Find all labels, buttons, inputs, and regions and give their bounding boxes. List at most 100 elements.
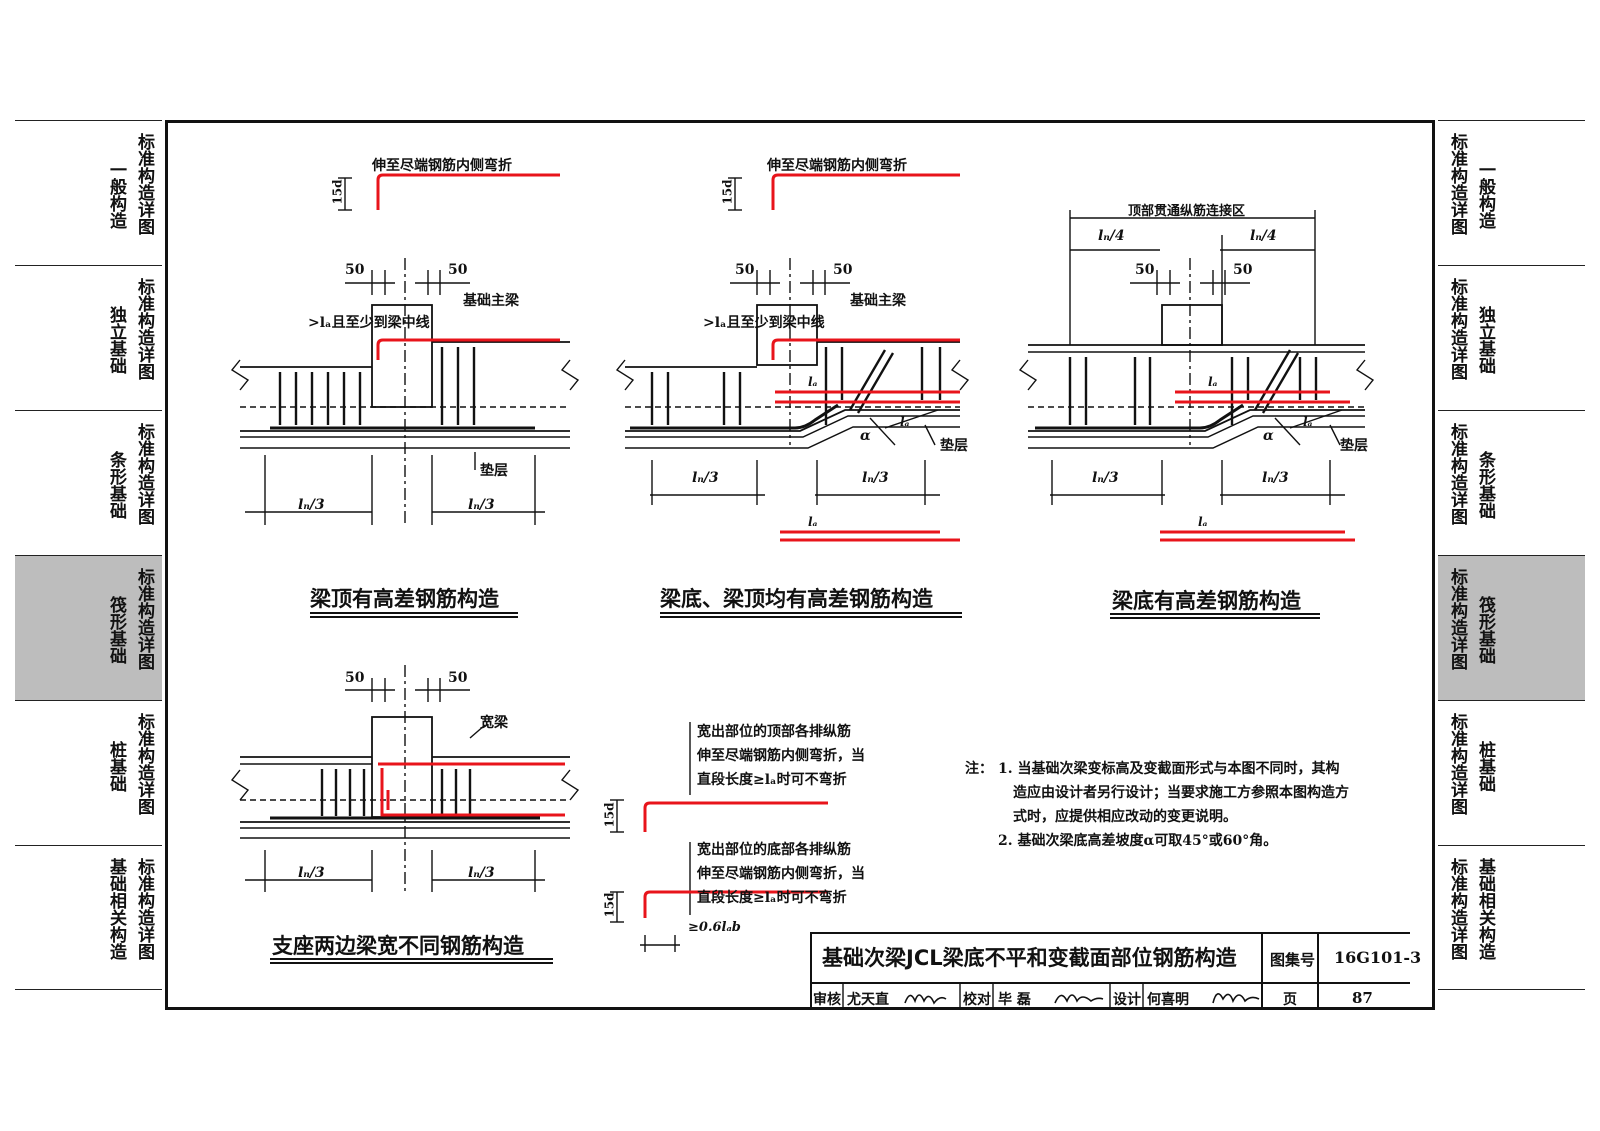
d4-dim-50-right: 50 — [448, 670, 468, 686]
designer-signature — [1212, 993, 1260, 1004]
left-tab-col2: 条形基础 — [106, 451, 126, 519]
right-tab-col2: 桩基础 — [1475, 741, 1495, 792]
left-tab-col2: 一般构造 — [106, 161, 126, 229]
d2-la-diag: lₐ — [900, 415, 910, 429]
right-tab-related[interactable]: 标准构造详图 基础相关构造 — [1438, 845, 1585, 990]
review-label: 审核 — [813, 992, 841, 1008]
page-number: 87 — [1352, 989, 1373, 1007]
designer-name: 何喜明 — [1147, 992, 1189, 1008]
checker-name: 毕 磊 — [998, 992, 1031, 1008]
drawing-title: 基础次梁JCL梁底不平和变截面部位钢筋构造 — [822, 946, 1237, 970]
d3-quarter-right: lₙ/4 — [1250, 228, 1277, 244]
left-tab-general[interactable]: 标准构造详图 一般构造 — [15, 120, 162, 265]
note-line-3: 式时，应提供相应改动的变更说明。 — [1013, 809, 1237, 825]
d5-bottom-text-3: 直段长度≥lₐ时可不弯折 — [697, 890, 847, 906]
right-tab-col1: 标准构造详图 — [1447, 278, 1467, 380]
right-tab-col1: 标准构造详图 — [1447, 133, 1467, 235]
note-line-4: 2. 基础次梁底高差坡度α可取45°或60°角。 — [998, 833, 1278, 849]
right-tab-col1: 标准构造详图 — [1447, 423, 1467, 525]
d2-dim-50-right: 50 — [833, 262, 853, 278]
d1-dim-50-right: 50 — [448, 262, 468, 278]
right-tab-col1: 标准构造详图 — [1447, 568, 1467, 670]
d1-top-note: 伸至尽端钢筋内侧弯折 — [372, 158, 512, 174]
atlas-number: 16G101-3 — [1334, 948, 1422, 967]
right-tab-col2: 基础相关构造 — [1475, 858, 1495, 960]
d2-span-left: lₙ/3 — [692, 470, 719, 486]
diagram-5-geometry — [610, 722, 691, 952]
d2-main-beam: 基础主梁 — [850, 293, 906, 309]
d2-cushion: 垫层 — [940, 438, 968, 454]
d3-cushion: 垫层 — [1340, 438, 1368, 454]
d2-caption: 梁底、梁顶均有高差钢筋构造 — [660, 587, 933, 611]
d3-top-zone: 顶部贯通纵筋连接区 — [1128, 204, 1246, 219]
left-tab-isolated[interactable]: 标准构造详图 独立基础 — [15, 265, 162, 410]
left-tab-col2: 独立基础 — [106, 306, 126, 374]
d5-top-text-1: 宽出部位的顶部各排纵筋 — [697, 724, 851, 740]
d3-span-left: lₙ/3 — [1092, 470, 1119, 486]
d4-caption: 支座两边梁宽不同钢筋构造 — [272, 934, 524, 958]
design-label: 设计 — [1113, 992, 1141, 1008]
right-tab-pile[interactable]: 标准构造详图 桩基础 — [1438, 700, 1585, 845]
notes-prefix: 注： — [965, 761, 993, 777]
d1-cushion: 垫层 — [480, 463, 508, 479]
drawing-frame — [165, 120, 1435, 1010]
right-tab-col2: 条形基础 — [1475, 451, 1495, 519]
right-tab-isolated[interactable]: 标准构造详图 独立基础 — [1438, 265, 1585, 410]
d2-span-right: lₙ/3 — [862, 470, 889, 486]
d3-caption: 梁底有高差钢筋构造 — [1112, 589, 1301, 613]
left-tab-col1: 标准构造详图 — [134, 858, 154, 960]
d5-top-text-3: 直段长度≥lₐ时可不弯折 — [697, 772, 847, 788]
check-label: 校对 — [963, 992, 991, 1008]
d1-main-beam: 基础主梁 — [463, 293, 519, 309]
d2-la-bottom: lₐ — [808, 515, 818, 529]
title-block — [810, 932, 1410, 1010]
diagram-1-geometry — [230, 177, 580, 525]
d1-dim-50-left: 50 — [345, 262, 365, 278]
diagram-5-rebar-red — [643, 801, 828, 918]
left-tab-col2: 基础相关构造 — [106, 858, 126, 960]
diagram-1-rebar-red — [376, 173, 560, 360]
d3-la-diag: lₐ — [1303, 415, 1313, 429]
d5-bottom-text-2: 伸至尽端钢筋内侧弯折，当 — [697, 866, 865, 882]
d2-top-note: 伸至尽端钢筋内侧弯折 — [767, 158, 907, 174]
left-tab-pile[interactable]: 标准构造详图 桩基础 — [15, 700, 162, 845]
d1-anchor-note: >lₐ且至少到梁中线 — [308, 315, 430, 331]
d2-anchor-note: >lₐ且至少到梁中线 — [703, 315, 825, 331]
diagram-4-geometry — [230, 665, 580, 895]
right-tab-general[interactable]: 标准构造详图 一般构造 — [1438, 120, 1585, 265]
d4-span-right: lₙ/3 — [468, 865, 495, 881]
d2-alpha: α — [860, 428, 871, 444]
d5-bottom-text-1: 宽出部位的底部各排纵筋 — [697, 842, 851, 858]
left-tab-related[interactable]: 标准构造详图 基础相关构造 — [15, 845, 162, 990]
diagram-3-geometry — [1018, 210, 1375, 505]
right-tab-col1: 标准构造详图 — [1447, 858, 1467, 960]
right-tab-col2: 独立基础 — [1475, 306, 1495, 374]
right-tab-col2: 筏形基础 — [1475, 596, 1495, 664]
d4-wide-beam: 宽梁 — [480, 715, 508, 731]
right-tab-strip-foundation[interactable]: 标准构造详图 条形基础 — [1438, 410, 1585, 555]
d3-quarter-left: lₙ/4 — [1098, 228, 1125, 244]
diagram-3-rebar-red — [1160, 390, 1355, 542]
d3-la-top: lₐ — [1208, 375, 1218, 389]
right-tab-raft[interactable]: 标准构造详图 筏形基础 — [1438, 555, 1585, 700]
left-tab-col1: 标准构造详图 — [134, 133, 154, 235]
diagram-2-rebar-red — [771, 173, 960, 542]
left-tab-col2: 桩基础 — [106, 741, 126, 792]
checker-signature — [1054, 994, 1104, 1004]
left-tab-raft[interactable]: 标准构造详图 筏形基础 — [15, 555, 162, 700]
d1-span-right: lₙ/3 — [468, 497, 495, 513]
d3-span-right: lₙ/3 — [1262, 470, 1289, 486]
d4-span-left: lₙ/3 — [298, 865, 325, 881]
left-tab-strip-foundation[interactable]: 标准构造详图 条形基础 — [15, 410, 162, 555]
left-tab-col1: 标准构造详图 — [134, 278, 154, 380]
d3-alpha: α — [1263, 428, 1274, 444]
d3-dim-50-right: 50 — [1233, 262, 1253, 278]
diagram-2-geometry — [615, 177, 970, 505]
left-tab-col2: 筏形基础 — [106, 596, 126, 664]
page-label: 页 — [1283, 992, 1297, 1008]
note-line-2: 造应由设计者另行设计；当要求施工方参照本图构造方 — [1013, 785, 1349, 801]
reviewer-signature — [904, 994, 947, 1005]
d5-top-text-2: 伸至尽端钢筋内侧弯折，当 — [697, 748, 865, 764]
left-tab-col1: 标准构造详图 — [134, 568, 154, 670]
